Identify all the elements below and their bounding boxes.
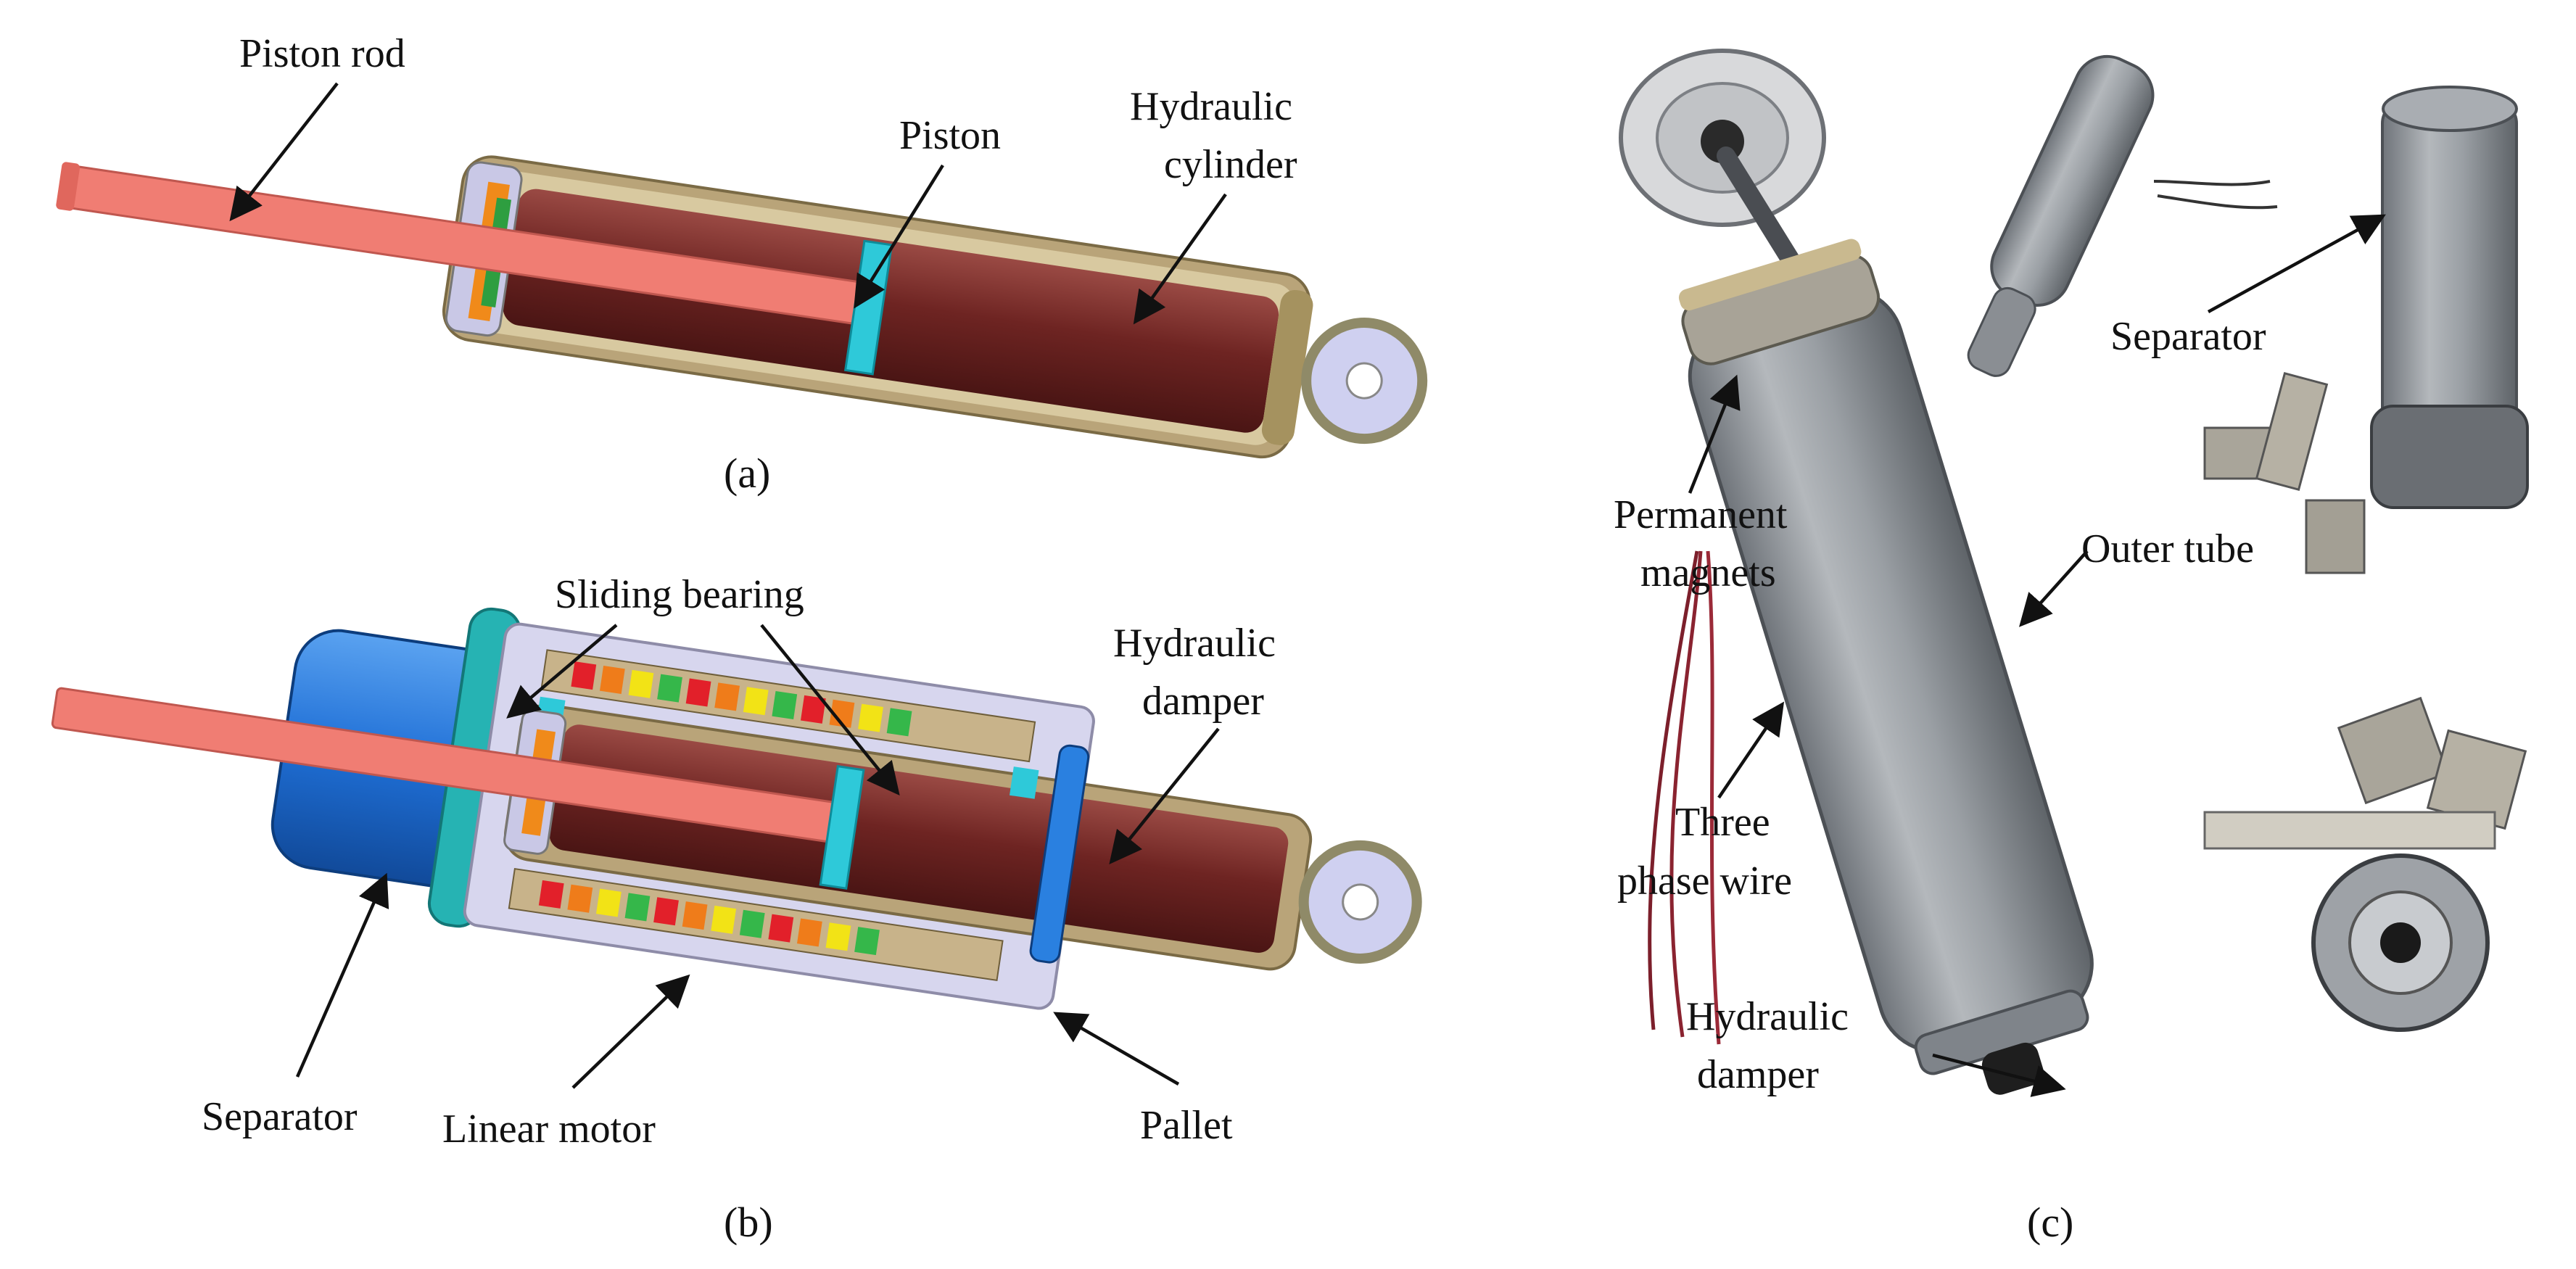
label-hydraulic-damper-b-2: damper [1142, 679, 1264, 724]
pallet [1029, 744, 1090, 964]
label-hydraulic-cylinder-1: Hydraulic [1130, 84, 1292, 129]
label-pallet: Pallet [1140, 1103, 1233, 1148]
panel-c [1619, 49, 2529, 1095]
label-separator-c: Separator [2110, 314, 2266, 359]
hydraulic-damper-body [549, 724, 1289, 953]
piston-b [819, 764, 865, 890]
label-permanent-magnets-2: magnets [1640, 550, 1776, 595]
caption-a: (a) [724, 450, 770, 497]
coil-row-top [540, 649, 1036, 763]
three-phase-wire [1669, 550, 1703, 1038]
label-linear-motor: Linear motor [442, 1107, 656, 1152]
label-three-phase-wire-1: Three [1675, 800, 1770, 845]
panel-b [51, 607, 1422, 1010]
label-sliding-bearing: Sliding bearing [555, 572, 804, 617]
label-hydraulic-damper-c-2: damper [1697, 1052, 1819, 1097]
caption-b: (b) [724, 1199, 773, 1246]
outer-tube [1688, 286, 2094, 1054]
label-separator-b: Separator [202, 1094, 358, 1139]
caption-c: (c) [2027, 1199, 2073, 1246]
label-permanent-magnets-1: Permanent [1614, 492, 1788, 537]
label-hydraulic-damper-c-1: Hydraulic [1686, 994, 1849, 1039]
hydraulic-cylinder-body [503, 189, 1279, 433]
label-piston-rod: Piston rod [239, 31, 405, 76]
label-hydraulic-cylinder-2: cylinder [1164, 142, 1297, 187]
label-hydraulic-damper-b-1: Hydraulic [1113, 621, 1276, 666]
label-outer-tube: Outer tube [2081, 526, 2254, 571]
label-piston: Piston [899, 113, 1001, 158]
separator-photo [2381, 100, 2518, 444]
label-three-phase-wire-2: phase wire [1617, 859, 1792, 904]
coil-row-bottom [508, 867, 1004, 982]
